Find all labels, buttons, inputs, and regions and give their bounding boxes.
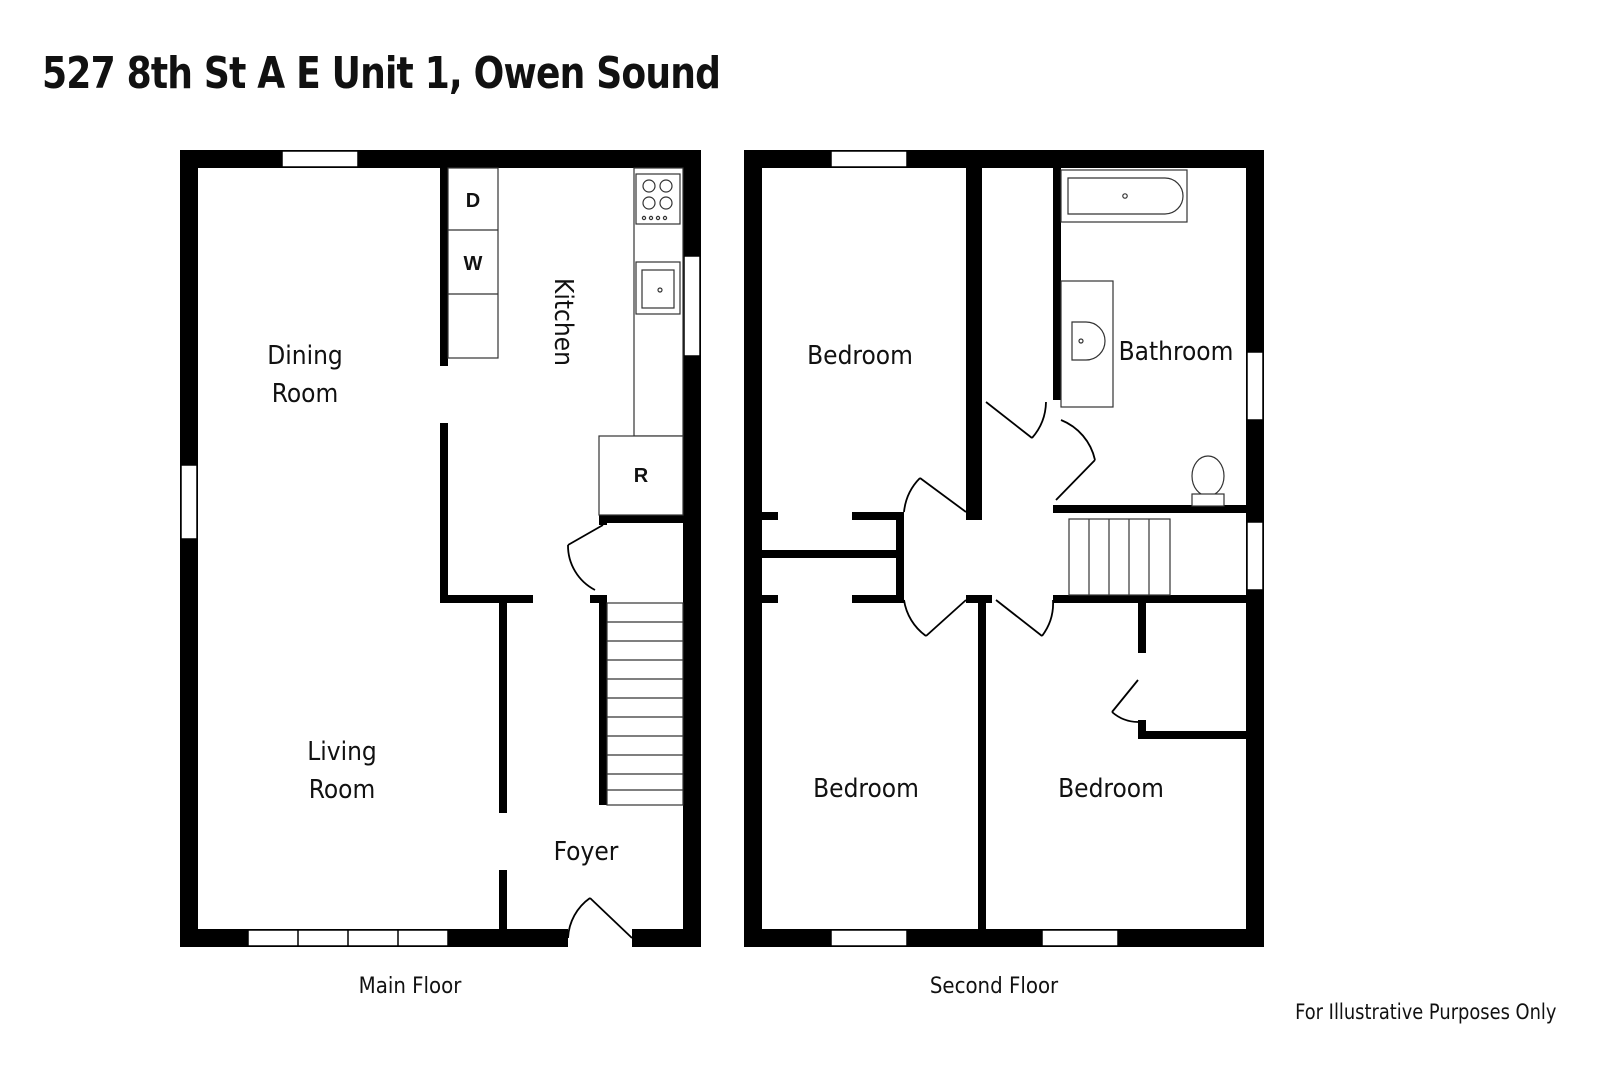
room-label-dining-room: Room [272, 379, 339, 409]
floor-label-second: Second Floor [930, 974, 1059, 999]
room-label-bedroom-3: Bedroom [1058, 774, 1164, 804]
dryer-label: D [466, 190, 480, 212]
floor-label-main: Main Floor [359, 974, 463, 999]
window [830, 929, 908, 947]
second-floor-interior-walls [762, 168, 1246, 929]
window [830, 150, 908, 168]
kitchen-fixtures [447, 167, 684, 516]
stove-icon [635, 173, 681, 225]
room-label-foyer: Foyer [554, 837, 619, 867]
disclaimer-note: For Illustrative Purposes Only [1294, 1000, 1556, 1024]
window [683, 255, 701, 357]
property-title: 527 8th St A E Unit 1, Owen Sound [42, 48, 721, 99]
second-floor-windows [830, 150, 1264, 947]
main-floor-windows [180, 150, 701, 947]
main-floor-interior-walls [440, 168, 683, 930]
second-floor-doors [903, 401, 1139, 723]
second-floor-outer-walls [744, 150, 1264, 947]
room-label-kitchen: Kitchen [548, 278, 578, 366]
kitchen-sink-icon [635, 261, 681, 315]
room-label-bedroom-1: Bedroom [807, 341, 913, 371]
window [1246, 521, 1264, 591]
room-label-bathroom: Bathroom [1119, 337, 1234, 367]
window [1246, 351, 1264, 421]
main-floor-plan: Dining Room Kitchen Living Room Foyer D … [180, 150, 701, 999]
refrigerator-label: R [634, 465, 649, 487]
bathtub-icon [1060, 169, 1188, 223]
window [281, 150, 359, 168]
room-label-living: Living [307, 737, 377, 767]
bathroom-sink-icon [1060, 280, 1114, 408]
room-label-bedroom-2: Bedroom [813, 774, 919, 804]
room-label-living-room: Room [309, 775, 376, 805]
second-floor-plan: Bedroom Bathroom Bedroom Bedroom Second … [744, 150, 1264, 999]
main-floor-doors [567, 524, 633, 939]
toilet-icon [1191, 455, 1225, 507]
second-floor-labels: Bedroom Bathroom Bedroom Bedroom Second … [807, 337, 1233, 999]
main-floor-labels: Dining Room Kitchen Living Room Foyer D … [267, 190, 649, 999]
main-floor-stairs [606, 602, 684, 806]
second-floor-stairs [1068, 518, 1171, 596]
bathroom-fixtures [1060, 169, 1225, 507]
window [180, 464, 198, 540]
washer-label: W [464, 253, 483, 275]
room-label-dining: Dining [267, 341, 343, 371]
window [1041, 929, 1119, 947]
refrigerator-icon [598, 435, 684, 516]
